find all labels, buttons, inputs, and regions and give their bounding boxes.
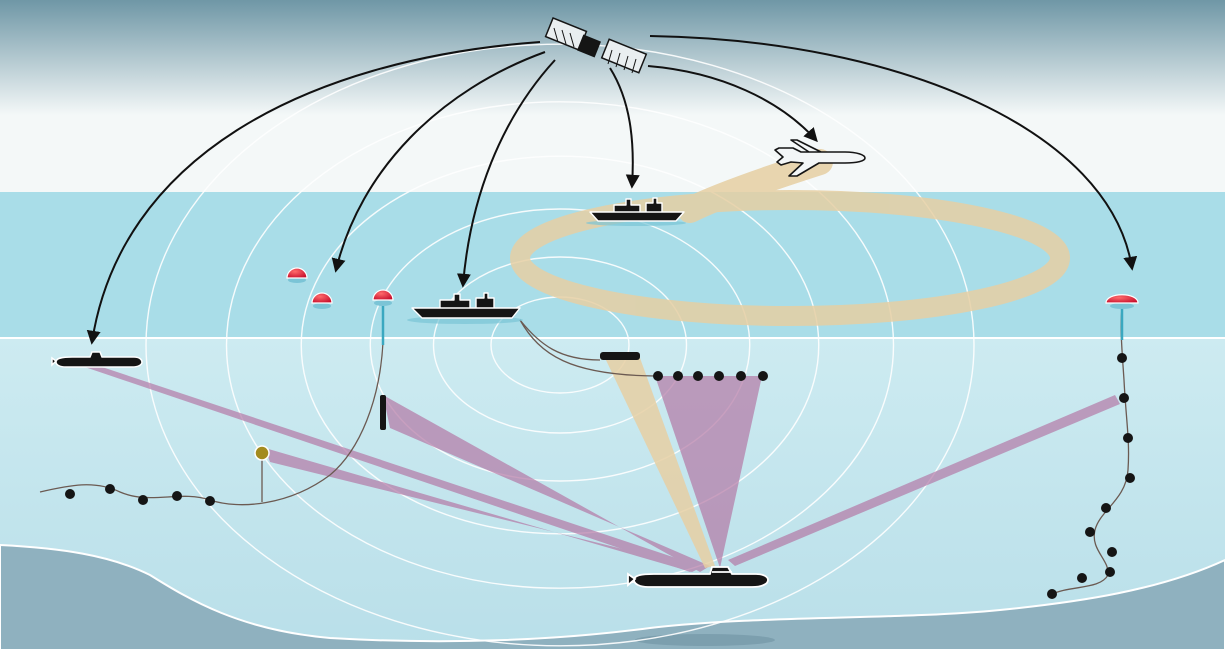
buoy-icon bbox=[1105, 294, 1139, 304]
sensor-node bbox=[1107, 547, 1117, 557]
towed-sonar-body bbox=[600, 352, 640, 360]
warship-icon bbox=[411, 292, 521, 319]
detection-beams bbox=[70, 362, 1120, 572]
link-arrow bbox=[649, 35, 1138, 271]
sensor-node bbox=[736, 371, 746, 381]
buoy-hydrophone bbox=[380, 395, 386, 430]
aircraft-sonar-beam bbox=[605, 358, 715, 568]
submarine-icon bbox=[51, 351, 143, 368]
surface-ship-far bbox=[586, 197, 686, 226]
sensor-node bbox=[1117, 353, 1127, 363]
sensor-node bbox=[673, 371, 683, 381]
sensor-node bbox=[1119, 393, 1129, 403]
towed-array bbox=[653, 371, 768, 381]
warship-icon bbox=[589, 197, 685, 222]
sensor-node bbox=[65, 489, 75, 499]
seabed-shadow bbox=[635, 634, 775, 646]
friendly-submarine bbox=[51, 351, 143, 368]
link-arrow bbox=[647, 65, 818, 143]
link-arrow bbox=[331, 51, 546, 273]
detection-beam bbox=[265, 448, 700, 572]
satellite-links bbox=[86, 35, 1138, 345]
sensor-node bbox=[1077, 573, 1087, 583]
submarine-icon bbox=[627, 566, 769, 588]
sensor-node bbox=[172, 491, 182, 501]
detection-beam bbox=[70, 362, 700, 572]
sensor-node bbox=[1047, 589, 1057, 599]
buoy-left-1 bbox=[286, 267, 308, 283]
sensor-node bbox=[1085, 527, 1095, 537]
vertical-sensor-chain bbox=[1047, 353, 1135, 599]
buoy-left-2 bbox=[311, 292, 333, 309]
underwater-region bbox=[0, 338, 1225, 650]
sonar-ring bbox=[432, 256, 688, 434]
surface-ship-near bbox=[407, 292, 523, 324]
sonar-ring bbox=[369, 208, 751, 482]
cables bbox=[39, 305, 1130, 596]
seabed bbox=[0, 543, 1225, 650]
buoy-icon bbox=[286, 267, 308, 279]
buoy-icon bbox=[311, 292, 333, 304]
buoy-right bbox=[1105, 294, 1139, 309]
sky-background bbox=[0, 0, 1225, 192]
sonar-ring bbox=[145, 43, 975, 647]
sensor-node bbox=[138, 495, 148, 505]
sensor-node bbox=[758, 371, 768, 381]
detection-beam bbox=[655, 376, 762, 568]
moored-sensor-icon bbox=[254, 445, 270, 461]
sonar-ring bbox=[300, 155, 820, 535]
patrol-aircraft bbox=[774, 139, 866, 177]
buoy-icon bbox=[372, 289, 394, 301]
sensor-node bbox=[1123, 433, 1133, 443]
aircraft-icon bbox=[774, 139, 866, 177]
sensor-node bbox=[205, 496, 215, 506]
sensor-node bbox=[105, 484, 115, 494]
buoy-left-3 bbox=[372, 289, 394, 306]
sensor-node bbox=[1105, 567, 1115, 577]
seabed-sensor-line bbox=[65, 484, 215, 506]
sensor-node bbox=[714, 371, 724, 381]
moored-sensor bbox=[254, 445, 270, 461]
detection-beam bbox=[383, 395, 710, 572]
sonar-ring bbox=[225, 101, 895, 589]
satellite bbox=[544, 17, 648, 74]
sensor-node bbox=[1125, 473, 1135, 483]
sensor-node bbox=[1101, 503, 1111, 513]
target-submarine bbox=[627, 566, 769, 588]
link-arrow bbox=[456, 59, 556, 288]
sensor-node bbox=[653, 371, 663, 381]
satellite-icon bbox=[544, 17, 648, 74]
sensor-node bbox=[693, 371, 703, 381]
sonar-rings bbox=[145, 43, 975, 647]
link-arrow bbox=[609, 67, 640, 189]
detection-beam bbox=[728, 395, 1120, 566]
link-arrow bbox=[86, 41, 541, 345]
